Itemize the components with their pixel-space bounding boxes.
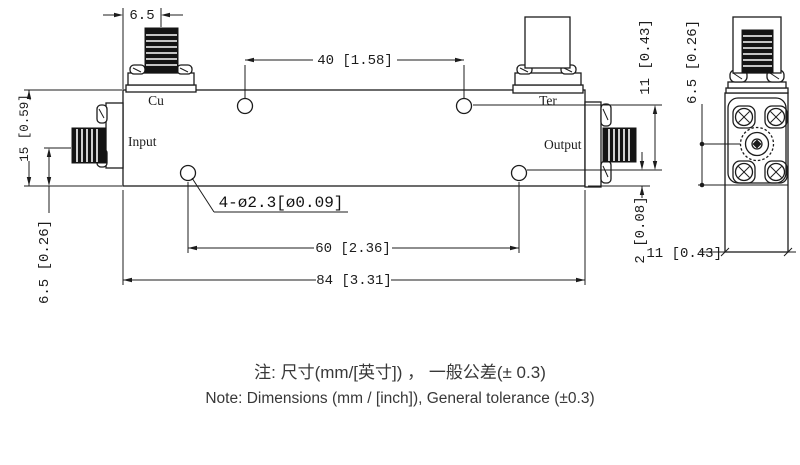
end-view-screw-top-right <box>764 105 788 129</box>
end-view-center-connector <box>739 126 775 162</box>
dim-body-length: 84 [3.31] <box>122 190 586 289</box>
dim-end-body-width-text: 11 [0.43] <box>646 246 722 262</box>
main-view: Cu Input Output Ter <box>71 16 637 188</box>
termination-port-label: Ter <box>539 93 557 108</box>
input-connector <box>71 102 124 169</box>
end-view-screw-top-left <box>732 105 756 129</box>
mounting-hole-bottom-right <box>510 164 528 182</box>
end-view-screw-bottom-right <box>764 160 788 184</box>
mounting-hole-top-left <box>236 97 254 115</box>
dim-hole-bottom-edge-offset: 2 [0.08] <box>588 152 650 264</box>
end-view-body <box>724 92 789 253</box>
dim-body-height-text: 15 [0.59] <box>18 94 32 162</box>
note-line-chinese: 注: 尺寸(mm/[英寸]) ， 一般公差(± 0.3) <box>254 363 546 382</box>
end-view-flange <box>727 97 787 184</box>
termination-load <box>512 16 584 94</box>
dim-end-body-width: 11 [0.43] <box>646 246 796 262</box>
note-line-english: Note: Dimensions (mm / [inch]), General … <box>205 390 595 407</box>
dim-bottom-hole-spacing: 60 [2.36] <box>187 182 520 257</box>
dim-coupled-port-offset: 6.5 <box>103 8 183 89</box>
mounting-hole-top-right <box>455 97 473 115</box>
coupled-port-connector <box>125 27 197 93</box>
dim-top-hole-spacing-text: 40 [1.58] <box>317 53 393 69</box>
dim-right-hole-row-spacing: 11 [0.43] <box>473 19 662 171</box>
dim-right-hole-row-spacing-text: 11 [0.43] <box>638 19 654 95</box>
hole-callout-text: 4-ø2.3[ø0.09] <box>219 194 344 212</box>
output-port-label: Output <box>544 137 582 152</box>
dim-top-hole-spacing: 40 [1.58] <box>244 53 465 98</box>
coupler-body <box>122 89 586 187</box>
mounting-hole-bottom-left <box>179 164 197 182</box>
technical-drawing: Cu Input Output Ter 6.5 40 [1.58] 15 [0.… <box>18 8 796 304</box>
dim-connector-bottom-offset-text: 6.5 [0.26] <box>37 220 53 304</box>
drawing-notes: 注: 尺寸(mm/[英寸]) ， 一般公差(± 0.3) Note: Dimen… <box>0 360 800 412</box>
dim-hole-bottom-edge-offset-text: 2 [0.08] <box>633 196 649 263</box>
dim-coupled-port-offset-text: 6.5 <box>129 8 154 24</box>
dim-end-connector-offset: 6.5 [0.26] <box>685 20 740 188</box>
input-port-label: Input <box>128 134 157 149</box>
output-connector <box>584 101 637 188</box>
dim-body-height: 15 [0.59] <box>18 89 122 187</box>
dim-end-connector-offset-text: 6.5 [0.26] <box>685 20 701 104</box>
end-view <box>698 16 789 253</box>
dim-bottom-hole-spacing-text: 60 [2.36] <box>315 241 391 257</box>
dim-connector-bottom-offset: 6.5 [0.26] <box>37 147 71 304</box>
end-view-top-connector <box>725 16 789 94</box>
dim-body-length-text: 84 [3.31] <box>316 273 392 289</box>
end-view-screw-bottom-left <box>732 160 756 184</box>
coupled-port-label: Cu <box>148 93 164 108</box>
hole-callout: 4-ø2.3[ø0.09] <box>191 177 348 213</box>
